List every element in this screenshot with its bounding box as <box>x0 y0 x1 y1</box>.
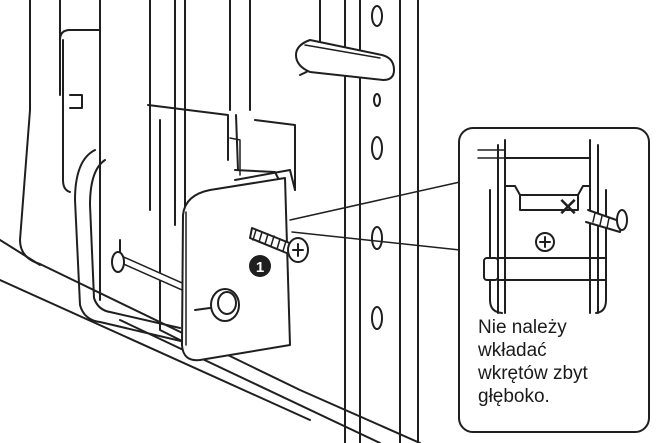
detail-callout-box: ✕ <box>458 127 650 433</box>
step-number-badge: 1 <box>249 255 271 277</box>
screw-icon <box>249 227 309 263</box>
support-loop <box>74 149 194 343</box>
caption-line: wkrętów zbyt <box>478 363 588 384</box>
callout-caption: Nie należy wkładać wkrętów zbyt głęboko. <box>478 316 648 408</box>
front-plate <box>181 169 296 362</box>
wall-bracket-plate <box>295 0 419 443</box>
caption-line: wkładać <box>478 340 547 361</box>
mounting-arm <box>99 0 296 346</box>
caption-line: głęboko. <box>478 386 550 407</box>
tv-back-panel <box>0 0 421 443</box>
warning-cross-icon: ✕ <box>557 193 579 223</box>
svg-text:1: 1 <box>256 259 264 276</box>
caption-line: Nie należy <box>478 317 567 338</box>
callout-pointer <box>289 181 461 251</box>
